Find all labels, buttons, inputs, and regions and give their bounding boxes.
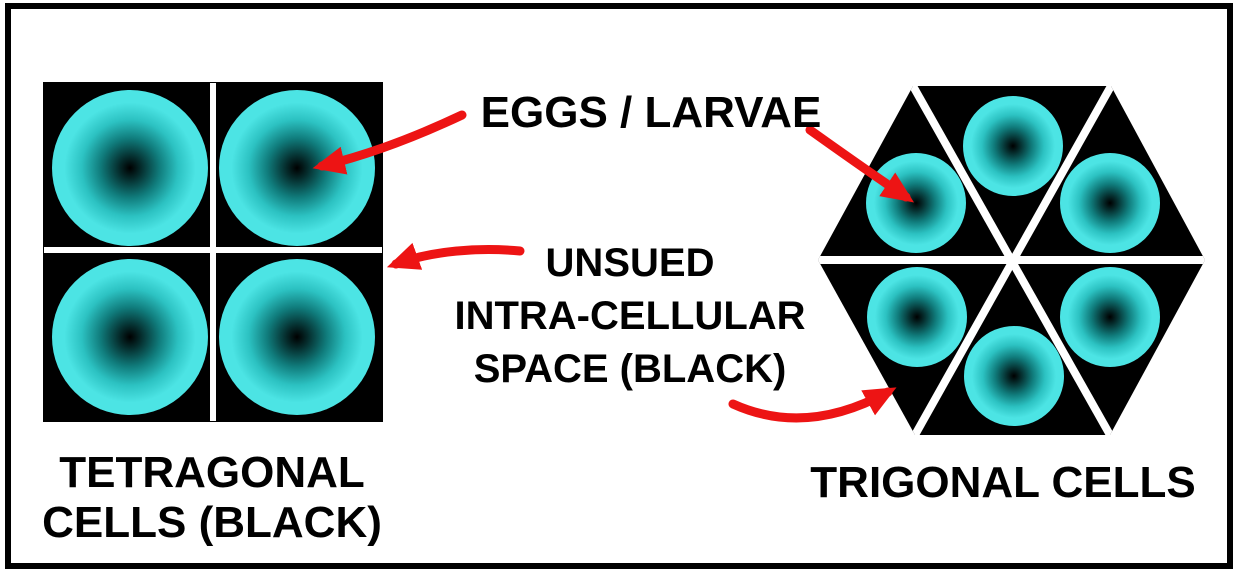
egg-circle (1060, 267, 1160, 367)
egg-circle (1060, 153, 1160, 253)
outer-border (5, 3, 1233, 569)
egg-circle (219, 259, 375, 415)
egg-circle (219, 90, 375, 246)
unused-space-label-line2: INTRA-CELLULAR (454, 294, 806, 338)
tetragonal-cell-diagram (43, 82, 383, 422)
egg-circle (52, 259, 208, 415)
cell-divider-diagonal (911, 86, 1115, 435)
egg-circle (963, 96, 1063, 196)
tetragonal-cells-label-line2: CELLS (BLACK) (42, 498, 382, 547)
tetragonal-cells-label-line1: TETRAGONAL (59, 448, 365, 497)
eggs-arrow-to-trigonal (805, 125, 915, 203)
eggs-larvae-label: EGGS / LARVAE (480, 88, 822, 137)
egg-circle (964, 326, 1064, 426)
egg-circle (867, 267, 967, 367)
trigonal-cells-label: TRIGONAL CELLS (810, 458, 1196, 507)
tetragonal-cells-label: TETRAGONAL CELLS (BLACK) (42, 448, 382, 548)
trigonal-cell-diagram (818, 86, 1205, 435)
unused-space-label-line1: UNSUED (545, 241, 715, 285)
egg-circle (866, 153, 966, 253)
annotation-arrows (312, 110, 915, 423)
unused-space-label-line3: SPACE (BLACK) (473, 347, 787, 391)
unused-space-arrow-to-tetragonal (386, 242, 525, 270)
eggs-arrow-to-tetragonal (312, 110, 467, 175)
unused-space-label: UNSUED INTRA-CELLULAR SPACE (BLACK) (454, 237, 805, 396)
egg-circle (52, 90, 208, 246)
unused-space-arrow-to-trigonal (728, 387, 897, 423)
